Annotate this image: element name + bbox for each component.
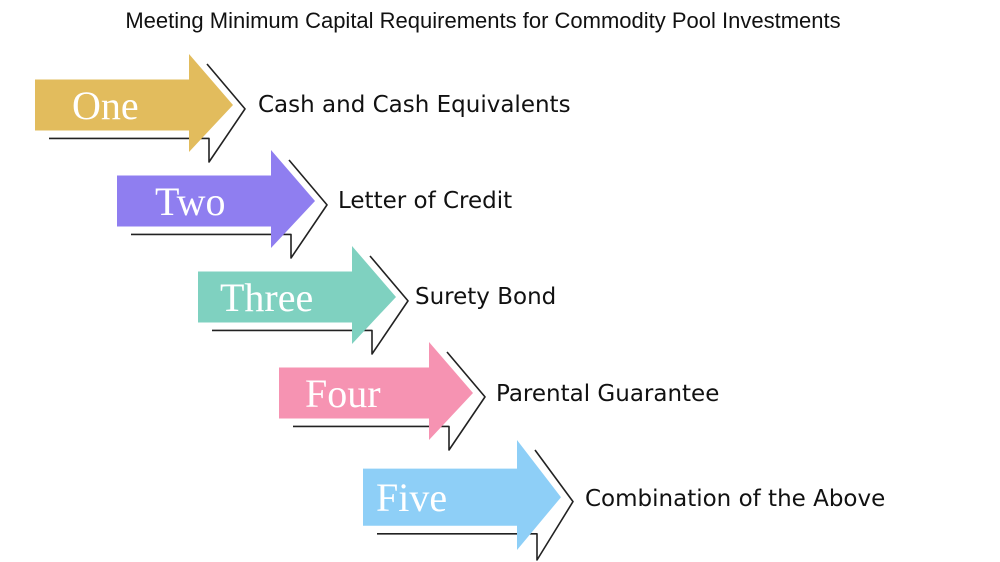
step-arrow bbox=[117, 150, 315, 248]
step-number-label: Five bbox=[376, 475, 447, 520]
step-3: Three Surety Bond bbox=[198, 246, 556, 355]
step-number-label: Three bbox=[220, 275, 313, 320]
step-description: Surety Bond bbox=[415, 284, 556, 310]
step-description: Combination of the Above bbox=[585, 486, 885, 512]
step-description: Letter of Credit bbox=[338, 188, 512, 214]
step-description: Parental Guarantee bbox=[496, 381, 719, 407]
step-arrow bbox=[363, 440, 561, 550]
step-4: Four Parental Guarantee bbox=[279, 342, 719, 451]
step-arrow bbox=[35, 54, 233, 152]
step-number-label: Two bbox=[155, 179, 226, 224]
diagram-title: Meeting Minimum Capital Requirements for… bbox=[125, 8, 841, 33]
step-5: Five Combination of the Above bbox=[363, 440, 885, 561]
step-arrow bbox=[198, 246, 396, 344]
step-arrow bbox=[279, 342, 473, 440]
step-number-label: Four bbox=[305, 371, 381, 416]
step-description: Cash and Cash Equivalents bbox=[258, 92, 571, 118]
step-2: Two Letter of Credit bbox=[117, 150, 512, 259]
step-1: One Cash and Cash Equivalents bbox=[35, 54, 571, 163]
step-number-label: One bbox=[72, 83, 139, 128]
